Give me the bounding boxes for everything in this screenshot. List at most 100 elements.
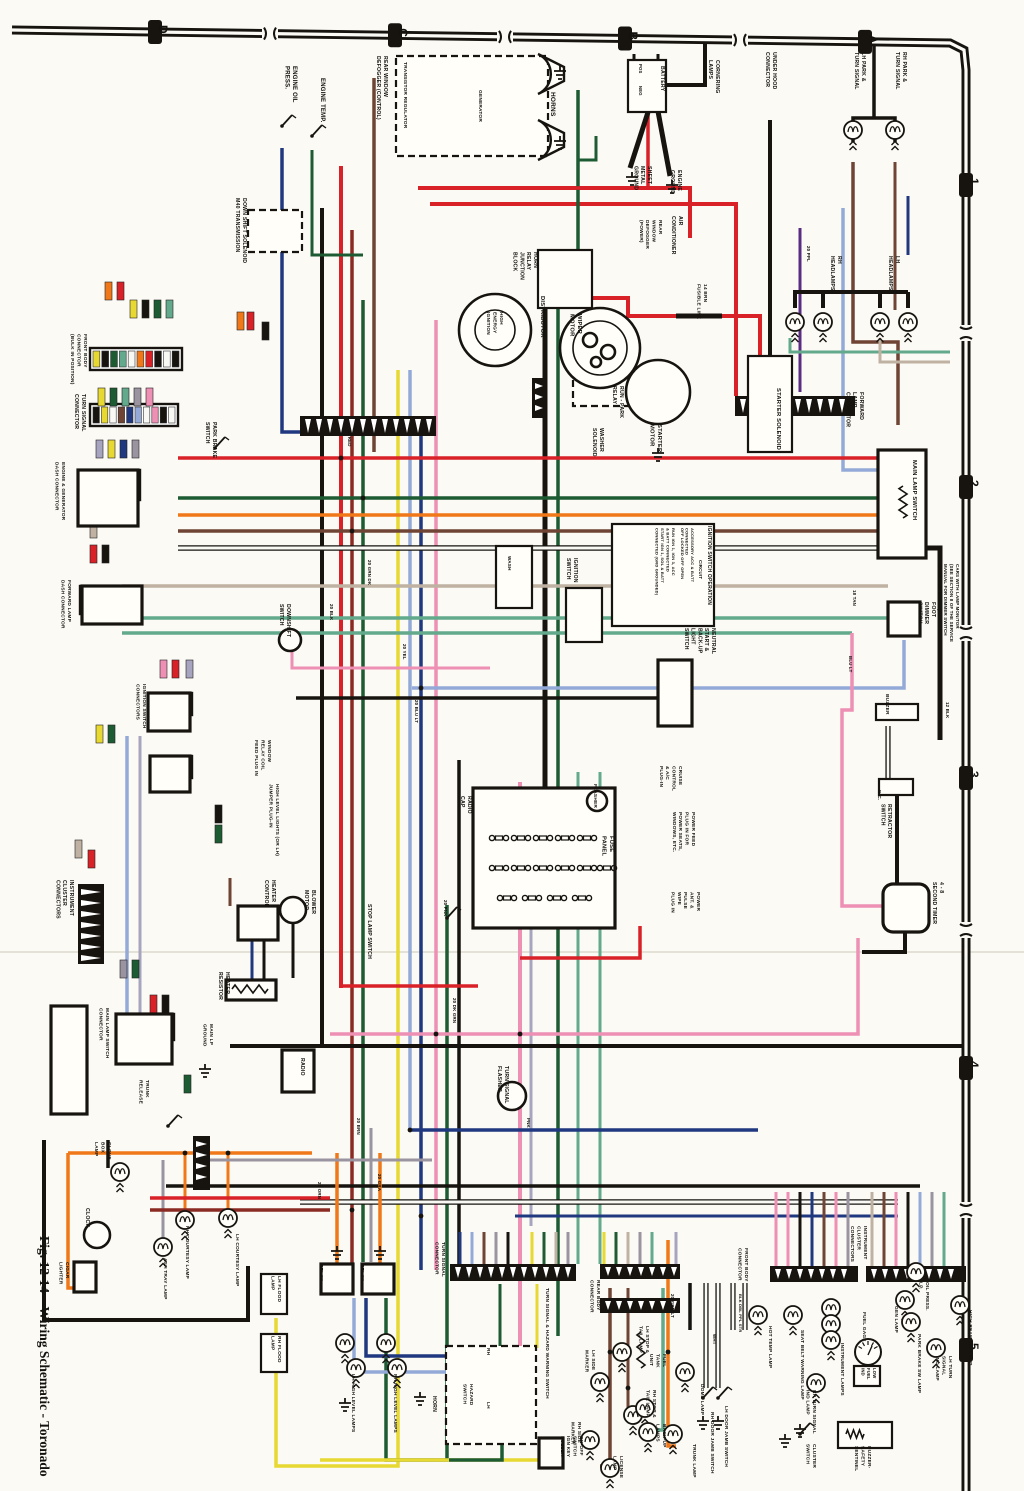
wire-code-chip bbox=[121, 387, 130, 407]
fuse-end bbox=[568, 834, 576, 842]
label-line: GROUND bbox=[202, 1024, 208, 1047]
resistor-zigzag bbox=[231, 983, 269, 995]
connector-chevron bbox=[649, 1267, 655, 1276]
connector-cell bbox=[110, 350, 118, 368]
connector-chevron bbox=[948, 1269, 954, 1279]
component-label: FOOTDIMMERSWITCH bbox=[916, 602, 936, 624]
wire-code-chip bbox=[89, 544, 98, 564]
component-label: N.C. bbox=[876, 790, 882, 800]
component-box bbox=[148, 754, 192, 794]
label-line: MARKER bbox=[570, 1422, 576, 1445]
bulb-filament bbox=[679, 1368, 691, 1375]
component-box bbox=[610, 522, 716, 628]
lamp-bulb bbox=[906, 1262, 926, 1293]
component-label: CLOCK bbox=[84, 1208, 90, 1227]
switch-lever bbox=[281, 114, 293, 127]
zone-plate-label: 1 bbox=[967, 178, 981, 185]
component-circle bbox=[558, 306, 642, 390]
label-line: DISTRIBUTOR bbox=[539, 296, 545, 338]
label-line: BLU LT bbox=[848, 656, 853, 673]
zone-plate-label: 4 bbox=[967, 1061, 981, 1068]
junction-dot bbox=[555, 1043, 561, 1049]
connector-chevron bbox=[660, 1267, 666, 1276]
fuse-body bbox=[560, 835, 570, 841]
fuse-end bbox=[521, 894, 529, 902]
component-label: 20 GRN DK bbox=[367, 560, 372, 586]
label-line: REAR BODY bbox=[595, 1280, 601, 1311]
zone-plate bbox=[388, 23, 402, 48]
fuse-end bbox=[590, 864, 598, 872]
connector-chevron bbox=[828, 399, 834, 413]
label-line: FLASHER bbox=[592, 784, 598, 808]
label-line: FUSE bbox=[608, 836, 614, 852]
component-box bbox=[319, 1262, 355, 1296]
wire bbox=[654, 105, 673, 177]
bulb-connector-arrows bbox=[629, 1425, 637, 1436]
bulb-filament bbox=[339, 1339, 351, 1346]
switch-lever bbox=[717, 1386, 729, 1399]
label-line: & BATT CONNECTED bbox=[665, 528, 670, 572]
label-line: SHEET bbox=[646, 166, 652, 185]
component-circle bbox=[496, 1080, 528, 1112]
label-line: POWER bbox=[695, 892, 701, 911]
connector-chevron bbox=[841, 1269, 847, 1279]
connector-cell bbox=[171, 350, 180, 368]
component-label: RELAY bbox=[318, 1264, 324, 1281]
label-line: LAMP bbox=[93, 1142, 99, 1157]
component-label: SEAT BELTRETRACTORSWITCH bbox=[879, 804, 899, 838]
label-line: MAIN LP bbox=[208, 1024, 214, 1046]
label-line: 12 BLK bbox=[945, 702, 950, 719]
label-line: HORN bbox=[431, 1396, 437, 1412]
bulb-connector-arrows bbox=[932, 1358, 940, 1369]
connector-chevron bbox=[839, 399, 845, 413]
component-box bbox=[494, 544, 534, 610]
fuse-end bbox=[546, 834, 554, 842]
wire bbox=[578, 136, 598, 162]
connector-chevron bbox=[638, 1267, 644, 1276]
label-line: IND bbox=[860, 1368, 865, 1376]
connector-chevron bbox=[649, 1301, 655, 1310]
lamp-bulb bbox=[813, 312, 833, 343]
component-circle bbox=[599, 343, 617, 361]
component-box bbox=[536, 248, 594, 310]
wire-code-chip bbox=[161, 994, 170, 1014]
connector-chevron bbox=[196, 1174, 207, 1180]
switch-symbol bbox=[166, 1114, 183, 1128]
label-line: WASHER bbox=[598, 428, 604, 452]
label-line: 20 ORN bbox=[317, 1182, 322, 1199]
wire bbox=[878, 338, 950, 364]
component-box bbox=[656, 658, 694, 728]
label-line: HIGH bbox=[498, 312, 504, 325]
wire-code-chip bbox=[109, 387, 118, 407]
label-line: CONNECTOR bbox=[434, 1242, 440, 1275]
wire-code-chip bbox=[107, 724, 116, 744]
label-line: LAMPS bbox=[655, 1424, 661, 1442]
label-line: ASH TRAY LAMP bbox=[162, 1258, 168, 1300]
switch-symbol bbox=[280, 114, 297, 128]
component-label: POWERANT. &PULSEWIPEPLUG IN bbox=[669, 892, 701, 913]
connector-chevron bbox=[554, 1267, 560, 1278]
wire bbox=[449, 1444, 504, 1462]
wire-code-chip bbox=[145, 387, 154, 407]
label-line: 4 - 8 bbox=[938, 882, 944, 893]
rail-break-mark bbox=[959, 326, 973, 340]
switch-tip bbox=[809, 1422, 815, 1427]
fuse-body bbox=[560, 865, 570, 871]
lamp-bulb bbox=[612, 1342, 632, 1373]
label-line: 20 BLK bbox=[329, 604, 334, 621]
label-line: PANEL bbox=[601, 836, 607, 856]
label-line: FORWARD LAMP bbox=[66, 580, 72, 623]
junction-dot bbox=[433, 1031, 439, 1037]
fuse-symbol bbox=[596, 864, 618, 872]
zone-plate-label: A bbox=[866, 35, 880, 44]
label-line: GEN LAMP bbox=[893, 1306, 899, 1334]
component-label: LH STOP &TAIL LAMP bbox=[638, 1326, 650, 1354]
bulb-filament bbox=[787, 1311, 799, 1318]
label-line: ON-OFF bbox=[578, 1436, 584, 1456]
component-label: PNK bbox=[526, 1118, 531, 1128]
wire bbox=[42, 1140, 250, 1322]
connector-chevron bbox=[817, 399, 823, 413]
label-line: RELAY bbox=[611, 386, 617, 404]
label-line: RELAY bbox=[525, 252, 531, 270]
label-line: START & bbox=[703, 628, 709, 652]
